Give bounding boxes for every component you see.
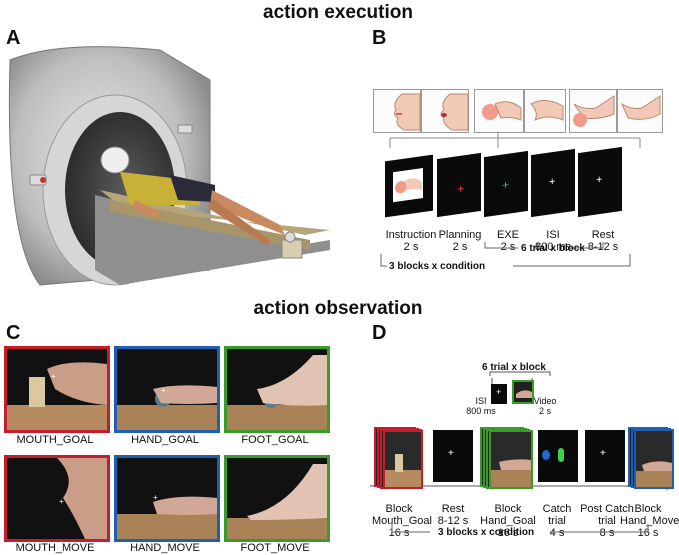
screen-isi: + bbox=[531, 148, 575, 218]
thumb-mouth-2 bbox=[421, 89, 469, 133]
blocks-condition-label-d: 3 blocks x condition bbox=[438, 527, 535, 538]
block-stack-mouth-goal bbox=[374, 427, 423, 489]
panel-label-d: D bbox=[372, 322, 387, 344]
thumb-foot-1 bbox=[569, 89, 617, 133]
svg-text:+: + bbox=[51, 372, 56, 381]
block-stack-hand-move bbox=[628, 427, 676, 489]
thumb-mouth-1 bbox=[373, 89, 421, 133]
blocks-bracket-d bbox=[391, 524, 649, 533]
svg-text:+: + bbox=[161, 386, 166, 395]
trial-block-label-d: 6 trial x block bbox=[482, 362, 546, 373]
mri-scanner-illustration bbox=[8, 46, 330, 286]
observation-title: action observation bbox=[253, 298, 423, 319]
execution-title: action execution bbox=[263, 2, 413, 23]
screen-exe: + bbox=[484, 150, 528, 218]
trial-block-label: 6 trial x block bbox=[521, 243, 585, 254]
thumb-bracket-lines bbox=[389, 132, 641, 148]
caption-hand-goal: HAND_GOAL bbox=[131, 434, 199, 446]
svg-text:+: + bbox=[59, 497, 64, 506]
screen-planning: + bbox=[437, 152, 481, 218]
caption-mouth-goal: MOUTH_GOAL bbox=[16, 434, 94, 446]
panel-label-b: B bbox=[372, 27, 387, 49]
video-foot-goal bbox=[224, 346, 330, 433]
thumb-foot-2 bbox=[617, 89, 663, 133]
svg-text:+: + bbox=[153, 493, 158, 502]
caption-hand-move: HAND_MOVE bbox=[130, 542, 200, 554]
screen-rest: + bbox=[578, 146, 622, 218]
panel-label-a: A bbox=[6, 27, 21, 49]
post-catch-screen: + bbox=[585, 430, 625, 482]
video-hand-goal: + bbox=[114, 346, 220, 433]
thumb-hand-2 bbox=[524, 89, 566, 133]
block-stack-hand-goal bbox=[480, 427, 536, 489]
thumb-hand-1 bbox=[474, 89, 524, 133]
isi-screen-mini: + bbox=[491, 384, 507, 404]
timeline-brackets-b bbox=[380, 242, 631, 267]
caption-foot-goal: FOOT_GOAL bbox=[241, 434, 309, 446]
video-screen-mini bbox=[512, 380, 534, 404]
blocks-condition-label-b: 3 blocks x condition bbox=[389, 261, 486, 272]
panel-label-c: C bbox=[6, 322, 21, 344]
video-mouth-move: + bbox=[4, 455, 110, 542]
caption-mouth-move: MOUTH_MOVE bbox=[15, 542, 95, 554]
video-mouth-goal: + bbox=[4, 346, 110, 433]
caption-foot-move: FOOT_MOVE bbox=[240, 542, 310, 554]
catch-trial-screen bbox=[538, 430, 578, 482]
video-foot-move bbox=[224, 455, 330, 542]
video-hand-move: + bbox=[114, 455, 220, 542]
rest-screen-d: + bbox=[433, 430, 473, 482]
screen-instruction bbox=[385, 154, 433, 218]
